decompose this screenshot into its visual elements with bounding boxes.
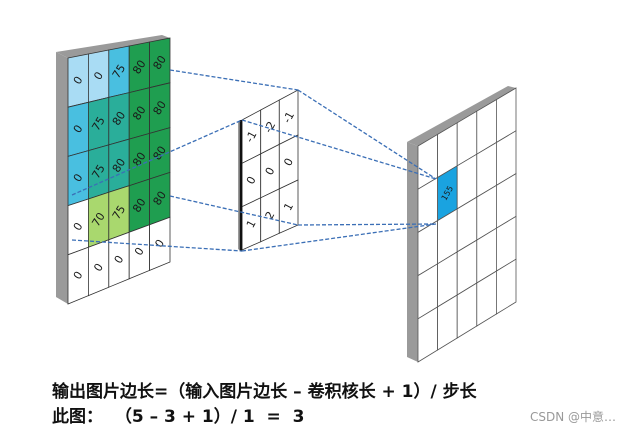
input-frame-side (56, 52, 68, 304)
formula-caption: 输出图片边长=（输入图片边长 – 卷积核长 + 1）/ 步长 (52, 382, 477, 402)
connector-line (297, 223, 437, 226)
connector-lines (71, 69, 437, 252)
input-cell-value: 75 (110, 203, 128, 222)
input-cell-value: 75 (89, 114, 107, 133)
connector-line (297, 89, 437, 180)
input-cell-value: 80 (151, 99, 169, 118)
kernel-cell-value: -1 (243, 129, 260, 145)
input-frame-top (56, 35, 170, 58)
input-cell-value: 80 (151, 53, 169, 72)
output-cell (495, 258, 517, 315)
input-cell-value: 80 (130, 150, 148, 169)
input-cell-value: 70 (89, 210, 107, 229)
input-cell (149, 216, 171, 271)
kernel-cell-value: -2 (262, 119, 279, 135)
output-frame-side (407, 142, 418, 362)
input-cell-value: 80 (130, 58, 148, 77)
connector-line (71, 239, 243, 252)
input-cell-value: 80 (130, 104, 148, 123)
connector-line (169, 69, 299, 91)
input-cell-value: 80 (130, 196, 148, 215)
input-cell-value: 75 (110, 62, 128, 81)
input-cell-value: 75 (89, 162, 107, 181)
connector-line (241, 119, 437, 180)
output-frame-top (407, 86, 516, 146)
connector-line (169, 195, 299, 226)
output-feature-map: 155 (407, 86, 517, 363)
example-caption: 此图： （5 – 3 + 1）/ 1 = 3 (52, 407, 305, 427)
watermark: CSDN @中意… (529, 410, 616, 424)
connector-line (71, 119, 243, 196)
input-cell-value: 80 (110, 156, 128, 175)
input-cell-value: 80 (151, 189, 169, 208)
connector-line (241, 223, 437, 252)
kernel-cell-value: -1 (280, 110, 297, 126)
input-cell-value: 80 (110, 109, 128, 128)
